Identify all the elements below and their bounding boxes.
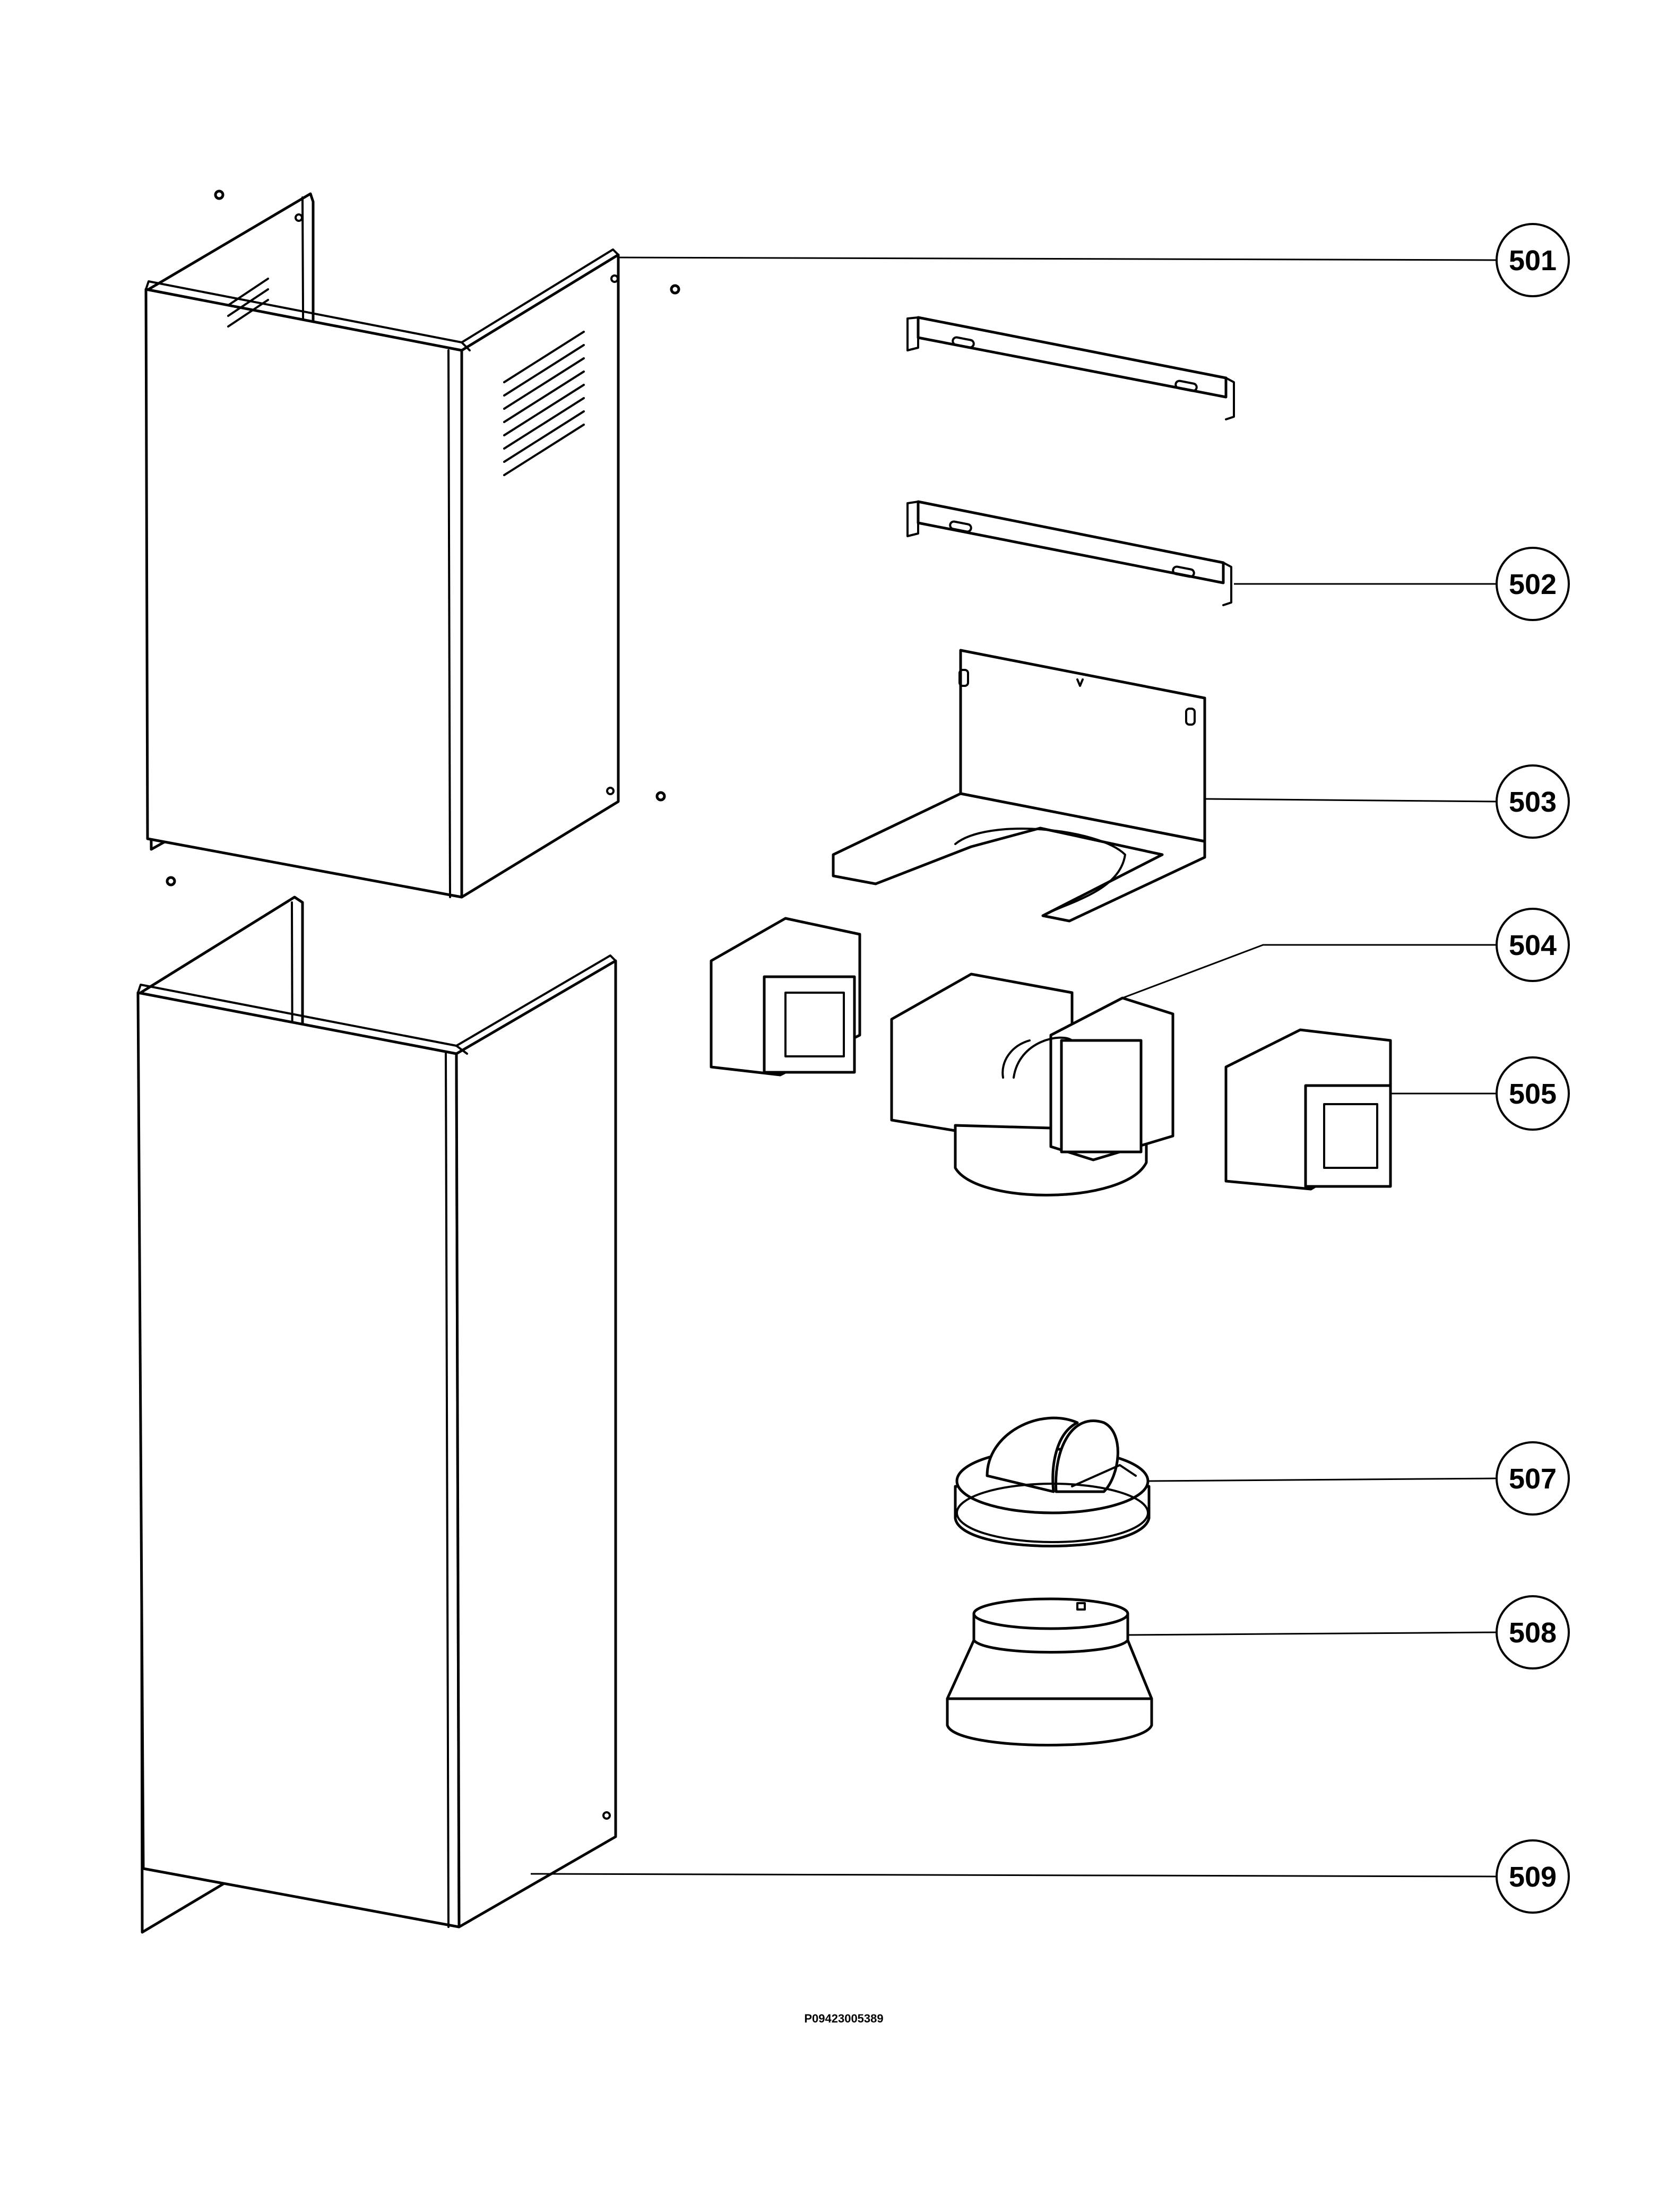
callout-501-label: 501 <box>1509 245 1557 277</box>
upper-chimney-cover <box>144 192 620 899</box>
callout-509: 509 <box>1496 1839 1570 1914</box>
rectangular-connector-right <box>1224 1028 1392 1191</box>
drawing-number: P09423005389 <box>804 2012 883 2025</box>
rectangular-connector-left <box>710 917 861 1077</box>
screws <box>166 190 680 886</box>
callout-502-label: 502 <box>1509 569 1557 600</box>
callout-507-label: 507 <box>1509 1463 1557 1495</box>
callout-504-label: 504 <box>1509 929 1557 961</box>
elbow-adaptor <box>890 972 1174 1197</box>
mounting-support <box>832 649 1206 923</box>
callout-507: 507 <box>1496 1441 1570 1516</box>
reducer <box>946 1597 1153 1746</box>
lower-chimney-cover <box>136 896 617 1934</box>
callout-509-label: 509 <box>1509 1861 1557 1893</box>
callout-505: 505 <box>1496 1056 1570 1131</box>
callout-503-label: 503 <box>1509 786 1557 818</box>
callout-501: 501 <box>1496 223 1570 297</box>
callout-503: 503 <box>1496 764 1570 839</box>
callout-505-label: 505 <box>1509 1078 1557 1110</box>
callout-508: 508 <box>1496 1595 1570 1669</box>
wall-bracket-lower <box>906 500 1232 606</box>
vent-slots <box>227 278 585 476</box>
damper-ring <box>954 1416 1151 1547</box>
callout-508-label: 508 <box>1509 1617 1557 1649</box>
wall-bracket-upper <box>906 316 1235 420</box>
leader-lines <box>530 256 1497 1878</box>
callout-504: 504 <box>1496 908 1570 982</box>
callout-502: 502 <box>1496 547 1570 621</box>
